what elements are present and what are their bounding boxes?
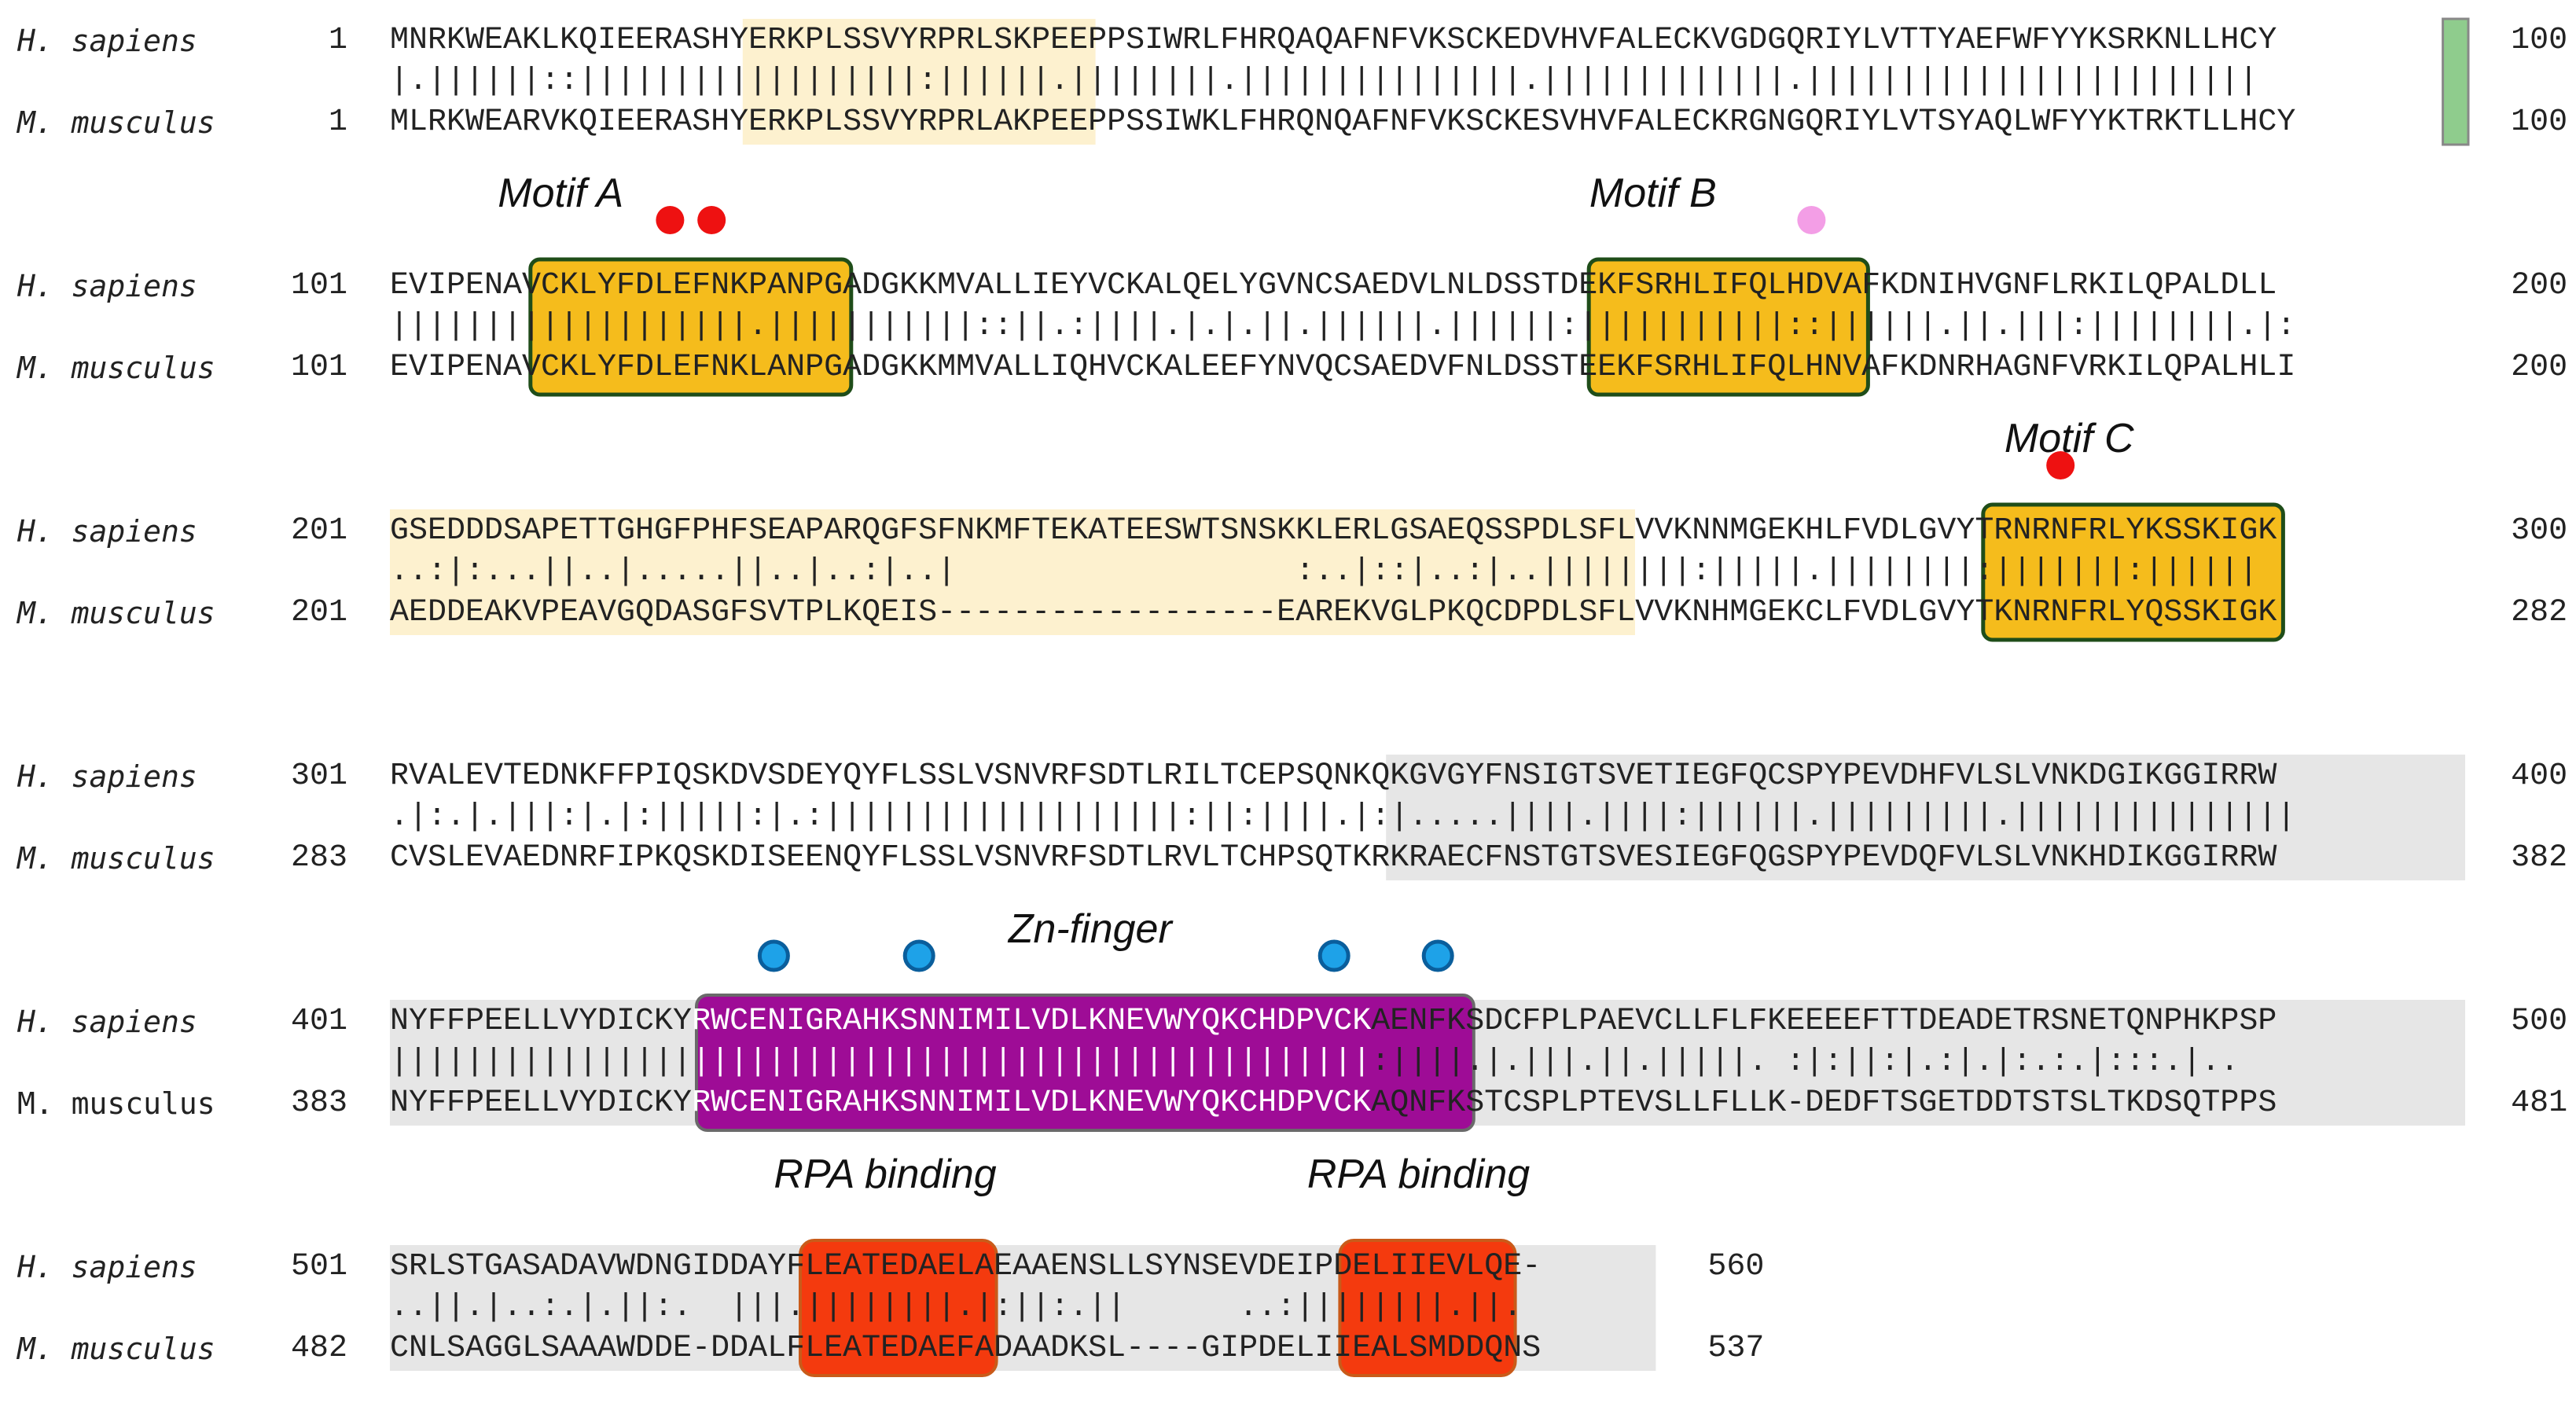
human-start-position: 201 bbox=[290, 513, 347, 549]
residues-highlighted: RWCENIGRAHKSNNIMILVDLKNEVWYQKCHDPVCK bbox=[692, 1086, 1372, 1121]
zinc-ligand-dot bbox=[902, 939, 935, 972]
shaded-region bbox=[390, 509, 1635, 635]
mouse-species-label: M. musculus bbox=[17, 1332, 215, 1366]
motif-b-title: Motif B bbox=[1589, 171, 1717, 216]
catalytic-residue-dot bbox=[697, 206, 726, 234]
residues-after: AQNFKSTCSPLPTEVSLLFLLK-DEDFTSGETDDTSTSLT… bbox=[1371, 1086, 2277, 1121]
mouse-species-label: M. musculus bbox=[17, 351, 215, 385]
residues-after: :||||.|.|||.||.|||||. :|:||:|.:|.|:.:.|:… bbox=[1371, 1045, 2240, 1080]
mouse-sequence-row: EVIPENAVCKLYFDLEFNKLANPGADGKKMMVALLIQHVC… bbox=[390, 350, 2296, 385]
mouse-end-position: 200 bbox=[2511, 350, 2568, 385]
motif-c-box bbox=[1981, 502, 2285, 642]
zn-finger-title: Zn-finger bbox=[1008, 906, 1172, 952]
mouse-sequence-row: CNLSAGGLSAAAWDDE-DDALFLEATEDAEFADAADKSL-… bbox=[390, 1331, 1542, 1366]
mouse-start-position: 101 bbox=[290, 350, 347, 385]
human-sequence-row: NYFFPEELLVYDICKYRWCENIGRAHKSNNIMILVDLKNE… bbox=[390, 1003, 2486, 1041]
mouse-start-position: 1 bbox=[328, 105, 347, 140]
residues-before: NYFFPEELLVYDICKY bbox=[390, 1086, 693, 1121]
match-sequence-row: ..:|:...||..|.....||..|..:|..| :..|::|..… bbox=[390, 554, 2258, 590]
human-start-position: 1 bbox=[328, 23, 347, 58]
shaded-region bbox=[1386, 755, 2465, 880]
mouse-end-position: 537 bbox=[1707, 1331, 1765, 1366]
residues-highlighted: |||||||||||||||||||||||||||||||||||| bbox=[692, 1045, 1372, 1080]
human-end-position: 300 bbox=[2511, 513, 2568, 549]
residues-before: |||||||||||||||| bbox=[390, 1045, 693, 1080]
human-species-label: H. sapiens bbox=[17, 1250, 197, 1284]
human-species-label: H. sapiens bbox=[17, 1005, 197, 1039]
shaded-region bbox=[742, 19, 1096, 145]
zinc-ligand-dot bbox=[757, 939, 790, 972]
match-sequence-row: |.||||||::||||||||||||||||||:||||||.||||… bbox=[390, 64, 2258, 99]
human-start-position: 401 bbox=[290, 1004, 347, 1039]
mouse-end-position: 100 bbox=[2511, 105, 2568, 140]
motif-c-title: Motif C bbox=[2004, 416, 2134, 461]
human-sequence-row: GSEDDDSAPETTGHGFPHFSEAPARQGFSFNKMFTEKATE… bbox=[390, 513, 2277, 549]
conserved-residue-highlight bbox=[2442, 17, 2470, 146]
mouse-sequence-row: NYFFPEELLVYDICKYRWCENIGRAHKSNNIMILVDLKNE… bbox=[390, 1085, 2486, 1122]
mouse-sequence-row: CVSLEVAEDNRFIPKQSKDISEENQYFLSSLVSNVRFSDT… bbox=[390, 840, 2277, 876]
motif-b-box bbox=[1586, 257, 1870, 397]
rpa-binding-box-2 bbox=[1338, 1239, 1517, 1377]
mouse-species-label: M. musculus bbox=[17, 105, 215, 140]
human-sequence-row: RVALEVTEDNKFFPIQSKDVSDEYQYFLSSLVSNVRFSDT… bbox=[390, 759, 2277, 794]
residues-before: NYFFPEELLVYDICKY bbox=[390, 1004, 693, 1039]
rpa-binding-title-1: RPA binding bbox=[774, 1152, 997, 1197]
zinc-ligand-dot bbox=[1317, 939, 1350, 972]
rpa-binding-title-2: RPA binding bbox=[1306, 1152, 1531, 1197]
human-end-position: 100 bbox=[2511, 23, 2568, 58]
zn-finger-box bbox=[695, 994, 1475, 1132]
mouse-sequence-row: AEDDEAKVPEAVGQDASGFSVTPLKQEIS-----------… bbox=[390, 595, 2277, 630]
human-species-label: H. sapiens bbox=[17, 759, 197, 794]
match-sequence-row: |||||||||||||||||||.|||||||||||::||.:|||… bbox=[390, 309, 2296, 344]
mouse-start-position: 482 bbox=[290, 1331, 347, 1366]
zinc-ligand-dot bbox=[1421, 939, 1454, 972]
mouse-start-position: 283 bbox=[290, 840, 347, 876]
motif-a-title: Motif A bbox=[498, 171, 624, 216]
human-species-label: H. sapiens bbox=[17, 514, 197, 549]
residues-after: AENFKSDCFPLPAEVCLLFLFKEEEEFTTDEADETRSNET… bbox=[1371, 1004, 2277, 1039]
motif-b-residue-dot bbox=[1797, 206, 1826, 234]
human-sequence-row: EVIPENAVCKLYFDLEFNKPANPGADGKKMVALLIEYVCK… bbox=[390, 268, 2277, 303]
match-sequence-row: ||||||||||||||||||||||||||||||||||||||||… bbox=[390, 1044, 2486, 1082]
human-end-position: 560 bbox=[1707, 1249, 1765, 1284]
mouse-sequence-row: MLRKWEARVKQIEERASHYERKPLSSVYRPRLAKPEEPPS… bbox=[390, 105, 2296, 140]
human-end-position: 400 bbox=[2511, 759, 2568, 794]
match-sequence-row: ..||.|..:.|.||:. |||.||||||||.|:||:.|| .… bbox=[390, 1290, 1523, 1325]
human-start-position: 301 bbox=[290, 759, 347, 794]
human-start-position: 101 bbox=[290, 268, 347, 303]
motif-a-box bbox=[528, 257, 854, 397]
mouse-end-position: 382 bbox=[2511, 840, 2568, 876]
human-sequence-row: MNRKWEAKLKQIEERASHYERKPLSSVYRPRLSKPEEPPS… bbox=[390, 23, 2277, 58]
mouse-start-position: 383 bbox=[290, 1086, 347, 1121]
catalytic-residue-dot bbox=[656, 206, 685, 234]
mouse-end-position: 481 bbox=[2511, 1086, 2568, 1121]
human-sequence-row: SRLSTGASADAVWDNGIDDAYFLEATEDAELAEAAENSLL… bbox=[390, 1249, 1542, 1284]
human-end-position: 500 bbox=[2511, 1004, 2568, 1039]
mouse-species-label: M. musculus bbox=[17, 1086, 215, 1121]
rpa-binding-box-1 bbox=[799, 1239, 998, 1377]
mouse-species-label: M. musculus bbox=[17, 841, 215, 876]
human-species-label: H. sapiens bbox=[17, 269, 197, 303]
catalytic-residue-dot bbox=[2046, 451, 2075, 479]
human-species-label: H. sapiens bbox=[17, 24, 197, 58]
mouse-species-label: M. musculus bbox=[17, 596, 215, 630]
match-sequence-row: .|:.|.|||:|.|:|||||:|.:|||||||||||||||||… bbox=[390, 799, 2296, 835]
mouse-start-position: 201 bbox=[290, 595, 347, 630]
human-end-position: 200 bbox=[2511, 268, 2568, 303]
residues-highlighted: RWCENIGRAHKSNNIMILVDLKNEVWYQKCHDPVCK bbox=[692, 1004, 1372, 1039]
human-start-position: 501 bbox=[290, 1249, 347, 1284]
mouse-end-position: 282 bbox=[2511, 595, 2568, 630]
